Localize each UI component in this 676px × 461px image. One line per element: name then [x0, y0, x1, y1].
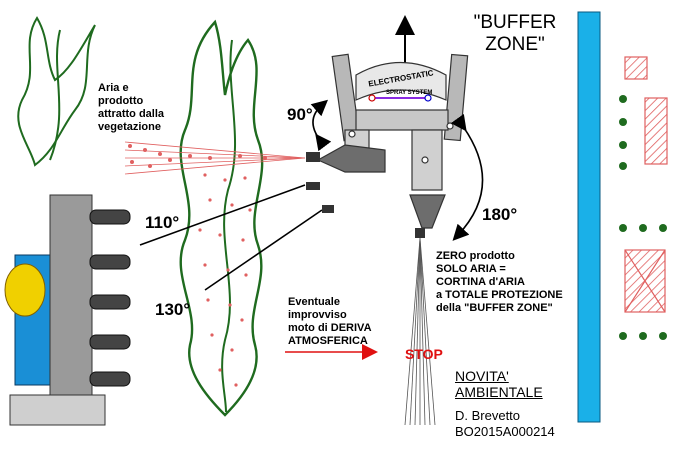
arc-90 [310, 99, 332, 152]
tower-sprayer-machine [4, 194, 131, 426]
angle-110-line [139, 184, 306, 246]
aria-line-1: prodotto [98, 95, 144, 107]
buffer-zone-title: "BUFFER ZONE" [460, 12, 570, 56]
zero-line-1: SOLO ARIA = [436, 263, 506, 275]
patent-code-label: BO2015A000214 [455, 424, 555, 439]
zero-line-0: ZERO prodotto [436, 250, 515, 262]
buffer-zone-line1: "BUFFER [473, 12, 557, 33]
spray-dots [128, 144, 267, 168]
zero-line-3: a TOTALE PROTEZIONE [436, 289, 563, 301]
angle-90-label: 90° [287, 105, 313, 124]
aria-line-3: vegetazione [98, 121, 161, 133]
arc-180 [450, 113, 484, 241]
drift-line-0: Eventuale [288, 296, 340, 308]
vegetation-outline-center [179, 19, 264, 417]
nozzles [306, 152, 425, 238]
spray-fan [124, 141, 306, 175]
zero-line-4: della "BUFFER ZONE" [436, 302, 553, 314]
vegetation-outline-top [17, 16, 96, 167]
drift-line-2: moto di DERIVA [288, 322, 372, 334]
aria-label: Aria e prodotto attratto dalla vegetazio… [98, 82, 164, 134]
droplets-in-canopy [198, 173, 252, 387]
aria-line-2: attratto dalla [98, 108, 165, 120]
zero-line-2: CORTINA d'ARIA [436, 276, 525, 288]
angle-110-label: 110° [145, 213, 180, 232]
sprayer-head [316, 53, 469, 229]
novita-line-2: AMBIENTALE [455, 384, 543, 400]
novita-line-1: NOVITA' [455, 368, 509, 384]
patent-info: D. Brevetto BO2015A000214 [455, 408, 555, 440]
right-field [619, 95, 667, 340]
buffer-zone-band [577, 11, 601, 423]
hatched-blocks [624, 56, 668, 313]
buffer-zone-line2: ZONE" [485, 34, 545, 55]
aria-line-0: Aria e [98, 82, 129, 94]
angle-130-label: 130° [155, 300, 191, 319]
drift-text: Eventuale improvviso moto di DERIVA ATMO… [288, 296, 372, 348]
author-label: D. Brevetto [455, 408, 521, 423]
drift-line-3: ATMOSFERICA [288, 335, 368, 347]
zero-product-text: ZERO prodotto SOLO ARIA = CORTINA d'ARIA… [436, 250, 563, 315]
stop-label: STOP [405, 346, 443, 362]
novita-label: NOVITA' AMBIENTALE [455, 368, 543, 400]
angle-180-label: 180° [482, 205, 518, 224]
drift-line-1: improvviso [288, 309, 347, 321]
spray-system-label: SPRAY SYSTEM [386, 90, 433, 96]
angle-130-line [204, 209, 323, 291]
air-curtain [404, 237, 436, 426]
